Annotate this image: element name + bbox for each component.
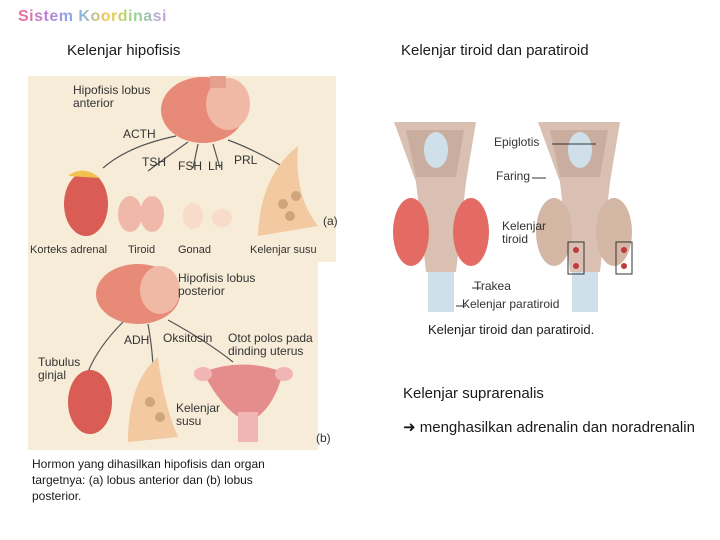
- label-oksitosin: Oksitosin: [163, 331, 213, 345]
- suprarenalis-text: menghasilkan adrenalin dan noradrenalin: [419, 419, 695, 436]
- label-tiroid: Tiroid: [128, 244, 156, 256]
- hipofisis-caption: Hormon yang dihasilkan hipofisis dan org…: [32, 457, 265, 503]
- pituitary-posterior-illustration: [68, 264, 293, 442]
- label-kelenjar-susu-a: Kelenjar susu: [250, 244, 317, 256]
- arrow-right-icon: ➜: [403, 419, 416, 436]
- label-faring: Faring: [496, 169, 531, 183]
- heading-tiroid: Kelenjar tiroid dan paratiroid: [401, 42, 589, 59]
- thyroid-figure: Epiglotis Faring Kelenjar tiroid Trakea …: [386, 122, 636, 312]
- thyroid-caption: Kelenjar tiroid dan paratiroid.: [428, 322, 595, 337]
- label-gonad: Gonad: [178, 244, 212, 256]
- label-hipofisis-anterior: Hipofisis lobus anterior: [73, 83, 151, 110]
- label-trakea: Trakea: [474, 279, 511, 293]
- label-kelenjar-susu-b: Kelenjar susu: [176, 401, 221, 428]
- label-lh: LH: [208, 159, 224, 173]
- panel-b-figure: Hipofisis lobus posterior ADH Oksitosin …: [28, 262, 318, 450]
- panel-a-figure: Hipofisis lobus anterior ACTH TSH FSH LH…: [28, 76, 336, 262]
- label-korteks-adrenal: Korteks adrenal: [30, 244, 108, 256]
- label-otot-polos: Otot polos pada dinding uterus: [228, 331, 313, 358]
- label-acth: ACTH: [123, 127, 156, 141]
- label-hipofisis-posterior: Hipofisis lobus posterior: [178, 271, 256, 298]
- heading-hipofisis: Kelenjar hipofisis: [67, 42, 181, 59]
- pituitary-anterior-illustration: [64, 76, 318, 236]
- label-kelenjar-tiroid: Kelenjar tiroid: [502, 219, 547, 246]
- panel-b-tag: (b): [316, 431, 331, 445]
- label-adh: ADH: [124, 333, 150, 347]
- heading-suprarenalis: Kelenjar suprarenalis: [403, 385, 544, 402]
- label-tsh: TSH: [142, 155, 166, 169]
- suprarenalis-description: ➜ menghasilkan adrenalin dan noradrenali…: [403, 418, 703, 437]
- label-tubulus-ginjal: Tubulus ginjal: [38, 355, 81, 382]
- label-prl: PRL: [234, 153, 258, 167]
- panel-a-tag: (a): [323, 214, 338, 228]
- thyroid-illustration: [393, 122, 633, 312]
- slide-title: Sistem Koordinasi: [18, 8, 167, 25]
- label-fsh: FSH: [178, 159, 202, 173]
- label-epiglotis: Epiglotis: [494, 135, 540, 149]
- label-kelenjar-paratiroid: Kelenjar paratiroid: [462, 297, 560, 311]
